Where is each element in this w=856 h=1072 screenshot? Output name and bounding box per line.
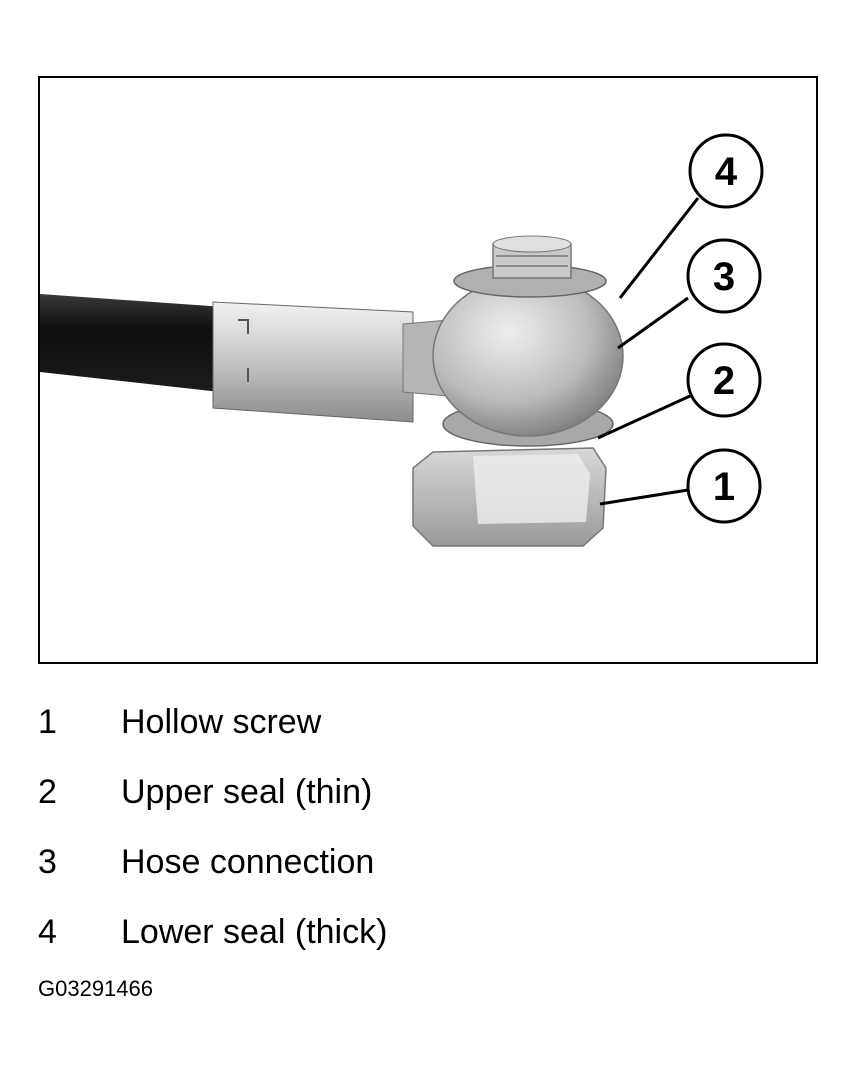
callout-1: 1	[686, 448, 762, 524]
callout-4-number: 4	[715, 150, 738, 194]
crimp-sleeve	[212, 301, 414, 423]
screw-thread-top	[492, 235, 572, 253]
callout-2: 2	[686, 342, 762, 418]
nut-highlight	[473, 454, 590, 524]
legend-number: 4	[38, 913, 57, 951]
callout-1-number: 1	[713, 465, 735, 509]
figure-frame: 4 3 2 1	[38, 76, 818, 664]
figure-id: G03291466	[38, 976, 153, 1001]
leader-line-4	[618, 197, 700, 299]
hose-fitting-illustration: 4 3 2 1	[38, 76, 818, 664]
leader-line-1	[599, 488, 689, 506]
leader-line-2	[597, 394, 691, 440]
legend-item: 1 Hollow screw	[38, 700, 818, 770]
legend-item: 3 Hose connection	[38, 840, 818, 910]
sleeve-marking	[238, 319, 249, 382]
legend-item: 4 Lower seal (thick)	[38, 910, 818, 980]
legend-number: 2	[38, 773, 57, 811]
legend-label: Hose connection	[121, 843, 375, 881]
legend-number: 3	[38, 843, 57, 881]
callout-3: 3	[686, 238, 762, 314]
legend: 1 Hollow screw 2 Upper seal (thin) 3 Hos…	[38, 700, 818, 980]
hose-connection-body	[432, 275, 624, 437]
hose	[40, 294, 238, 394]
legend-item: 2 Upper seal (thin)	[38, 770, 818, 840]
legend-label: Upper seal (thin)	[121, 773, 373, 811]
legend-number: 1	[38, 703, 57, 741]
callout-4: 4	[688, 133, 764, 209]
legend-label: Hollow screw	[121, 703, 322, 741]
callout-3-number: 3	[713, 255, 735, 299]
thread-lines	[496, 255, 568, 267]
leader-line-3	[617, 296, 689, 350]
legend-label: Lower seal (thick)	[121, 913, 388, 951]
callout-2-number: 2	[713, 359, 735, 403]
